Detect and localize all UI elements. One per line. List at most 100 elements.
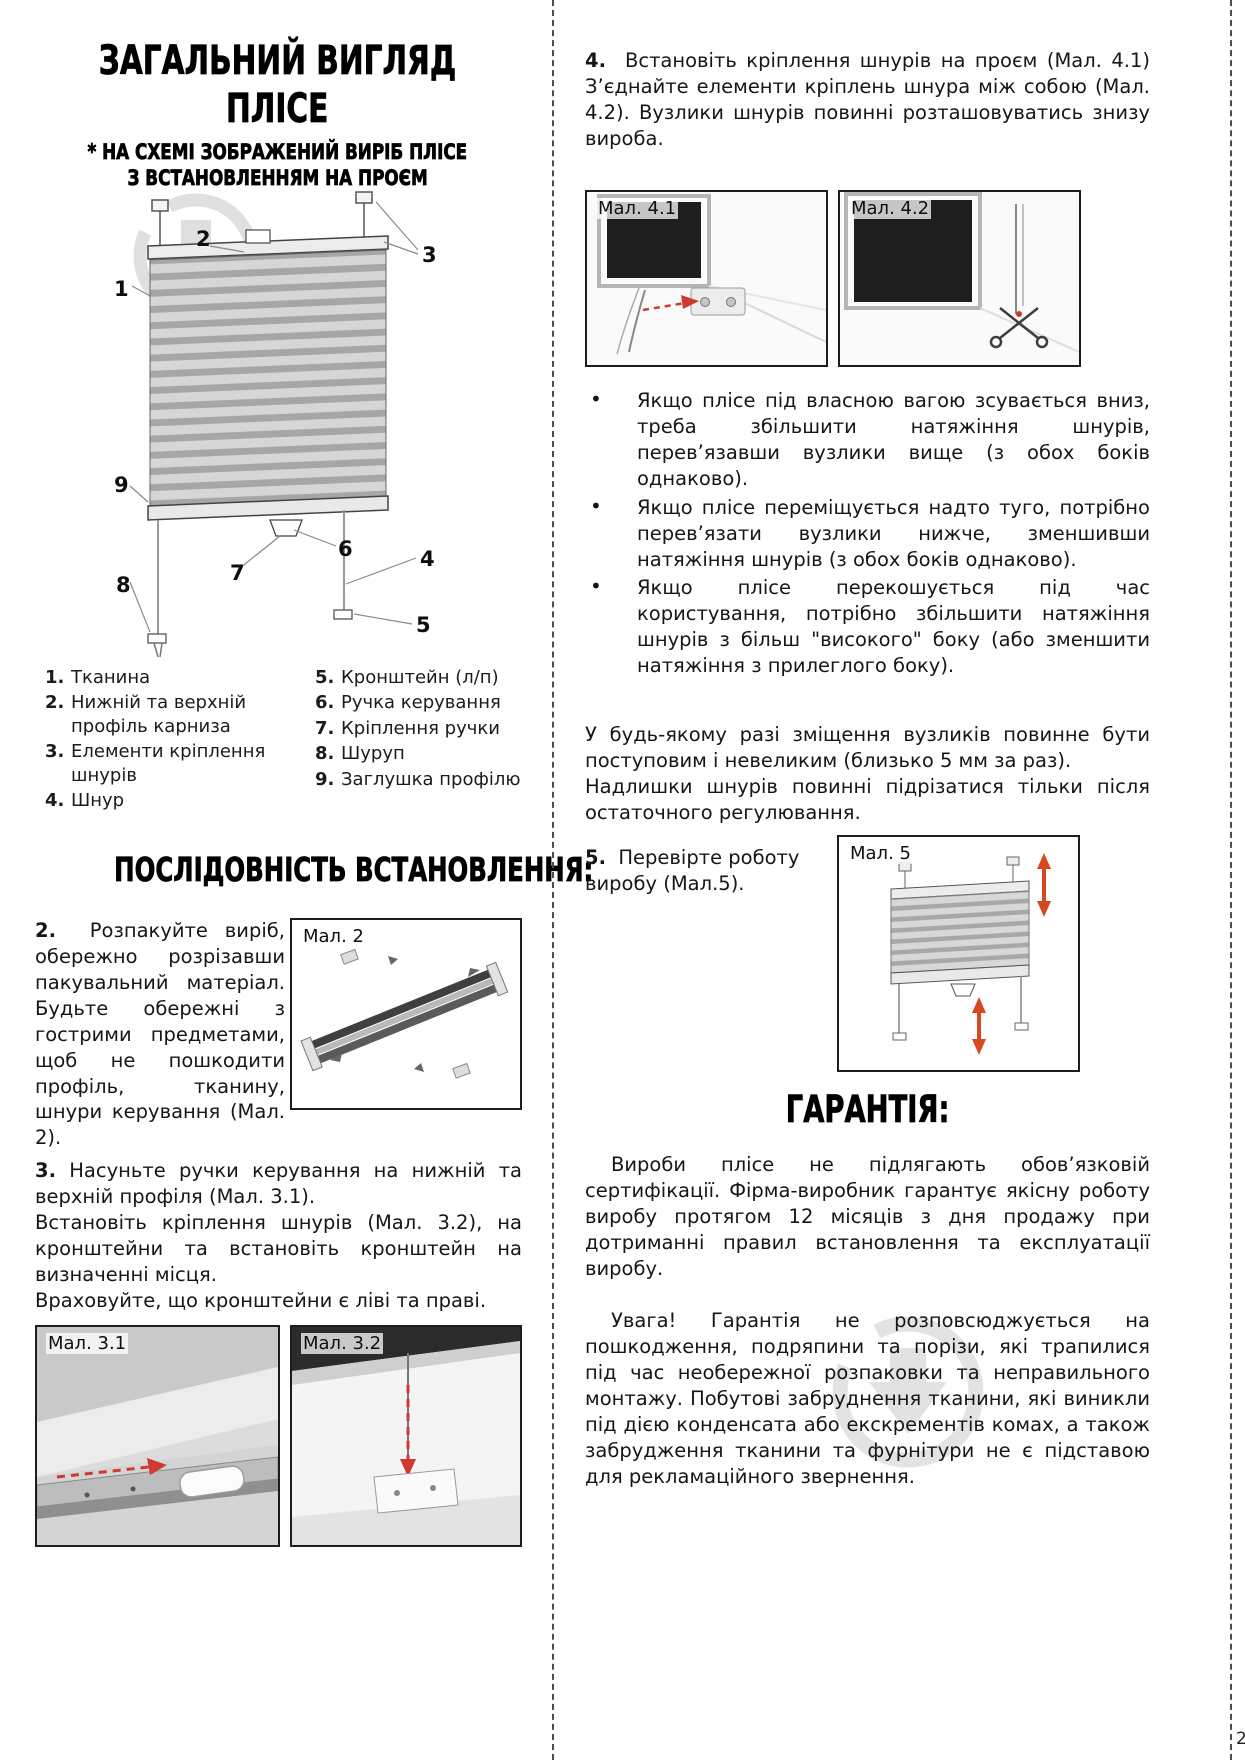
legend-text: Шнур bbox=[71, 789, 125, 811]
figure-2-box: Мал. 2 bbox=[290, 918, 522, 1110]
legend-item-8: 8. Шуруп bbox=[315, 742, 530, 765]
legend-text: Шуруп bbox=[341, 743, 405, 765]
direction-arrows bbox=[972, 853, 1051, 1055]
pleated-fabric bbox=[149, 249, 387, 509]
control-handle bbox=[269, 519, 303, 537]
legend-text: Кріплення ручки bbox=[341, 717, 500, 739]
legend-num: 2. bbox=[45, 692, 65, 714]
page-number: 2 bbox=[1233, 1728, 1245, 1750]
watermark-logo-icon bbox=[832, 1316, 984, 1468]
step-3-number: 3. bbox=[35, 1159, 56, 1182]
legend-text: Тканина bbox=[71, 667, 151, 688]
callout-3: 3 bbox=[422, 243, 437, 267]
warranty-text-1: Вироби плісе не підлягають обов’язковій … bbox=[585, 1153, 1150, 1280]
figure-3-2-label: Мал. 3.2 bbox=[301, 1333, 384, 1354]
legend-item-5: 5. Кронштейн (л/п) bbox=[315, 666, 530, 689]
legend-num: 7. bbox=[315, 717, 335, 739]
step-3-text2: Встановіть кріплення шнурів (Мал. 3.2), … bbox=[35, 1210, 522, 1286]
list-item: • Якщо плісе переміщується надто туго, п… bbox=[585, 493, 1150, 573]
legend-item-7: 7. Кріплення ручки bbox=[315, 717, 530, 740]
callout-4: 4 bbox=[420, 547, 435, 571]
figure-3-2-illustration bbox=[292, 1327, 520, 1545]
warranty-heading-text: ГАРАНТІЯ: bbox=[785, 1088, 950, 1132]
top-brackets bbox=[151, 191, 373, 246]
warranty-text-2: Увага! Гарантія не розповсюджується на п… bbox=[585, 1309, 1150, 1488]
bullet-text: Якщо плісе перекошується під час користу… bbox=[637, 576, 1150, 678]
figure-3-2-box: Мал. 3.2 bbox=[290, 1325, 522, 1547]
step-5-paragraph: 5. Перевірте роботу виробу (Мал.5). bbox=[585, 845, 803, 897]
bullet-icon: • bbox=[590, 493, 602, 518]
legend-num: 6. bbox=[315, 692, 335, 714]
legend-column-2: 5. Кронштейн (л/п) 6. Ручка керування 7. Кр… bbox=[315, 666, 530, 793]
bullet-text: Якщо плісе переміщується надто туго, пот… bbox=[637, 495, 1150, 571]
scissors-icon bbox=[989, 307, 1049, 349]
bullet-icon: • bbox=[590, 387, 602, 411]
callout-2: 2 bbox=[196, 227, 211, 251]
page-title-text2: ПЛІСЕ bbox=[226, 86, 329, 133]
sequence-heading: ПОСЛІДОВНІСТЬ ВСТАНОВЛЕННЯ: bbox=[30, 850, 594, 890]
figure-4-2-box: Мал. 4.2 bbox=[838, 190, 1081, 367]
step-3-line3: Враховуйте, що кронштейни є ліві та прав… bbox=[35, 1288, 522, 1314]
adjustment-bullet-list: • Якщо плісе під власною вагою зсуваєтьс… bbox=[585, 387, 1150, 682]
step-2-text: Розпакуйте виріб, обережно розрізавши па… bbox=[35, 919, 285, 1150]
legend-item-3: 3. Елементи кріплення шнурів bbox=[45, 740, 307, 787]
page-title-line2: ПЛІСЕ bbox=[35, 86, 520, 133]
legend-text: Ручка керування bbox=[341, 692, 501, 714]
bottom-right-bracket bbox=[333, 609, 353, 620]
legend-text: Заглушка профілю bbox=[341, 768, 521, 790]
figure-5-label: Мал. 5 bbox=[848, 843, 913, 864]
legend-item-6: 6. Ручка керування bbox=[315, 691, 530, 714]
list-item: • Якщо плісе під власною вагою зсуваєтьс… bbox=[585, 387, 1150, 492]
warranty-paragraph-2: Увага! Гарантія не розповсюджується на п… bbox=[585, 1308, 1150, 1489]
callout-6: 6 bbox=[338, 537, 353, 561]
figure-3-1-label: Мал. 3.1 bbox=[46, 1333, 129, 1354]
step-5-number: 5. bbox=[585, 846, 606, 869]
legend-num: 1. bbox=[45, 667, 65, 688]
figure-2-illustration bbox=[300, 948, 509, 1079]
page-title-text1: ЗАГАЛЬНИЙ ВИГЛЯД bbox=[98, 38, 457, 85]
blind-overview-diagram: 1 2 3 4 5 6 7 8 9 bbox=[114, 191, 437, 658]
warranty-heading: ГАРАНТІЯ: bbox=[585, 1088, 1150, 1132]
legend-num: 5. bbox=[315, 667, 335, 688]
figure-4-2-label: Мал. 4.2 bbox=[849, 198, 932, 219]
step-3-line1: 3. Насуньте ручки керування на нижній та… bbox=[35, 1158, 522, 1210]
callout-5: 5 bbox=[416, 613, 431, 637]
legend-column-1: 1. Тканина 2. Нижній та верхній профіль ка… bbox=[45, 666, 307, 814]
legend-item-2: 2. Нижній та верхній профіль карниза bbox=[45, 691, 307, 738]
legend-item-9: 9.Заглушка профілю bbox=[315, 768, 530, 791]
legend-text: Елементи кріплення шнурів bbox=[71, 741, 266, 786]
note-text-1: У будь-якому разі зміщення вузликів пови… bbox=[585, 723, 1150, 772]
legend-text: Нижній та верхній профіль карниза bbox=[71, 692, 247, 737]
bottom-rail bbox=[147, 495, 389, 521]
figure-4-1-box: Мал. 4.1 bbox=[585, 190, 828, 367]
bullet-icon: • bbox=[590, 574, 602, 599]
sequence-heading-text: ПОСЛІДОВНІСТЬ ВСТАНОВЛЕННЯ: bbox=[114, 850, 594, 890]
step-3-text1: Насуньте ручки керування на нижній та ве… bbox=[35, 1159, 522, 1208]
adjustment-note: У будь-якому разі зміщення вузликів пови… bbox=[585, 722, 1150, 826]
subtitle-line1: * НА СХЕМІ ЗОБРАЖЕНИЙ ВИРІБ ПЛІСЕ bbox=[35, 140, 520, 165]
legend-num: 8. bbox=[315, 743, 335, 765]
bullet-text: Якщо плісе під власною вагою зсувається … bbox=[637, 389, 1150, 490]
figure-5-box: Мал. 5 bbox=[837, 835, 1080, 1072]
subtitle-text1: * НА СХЕМІ ЗОБРАЖЕНИЙ ВИРІБ ПЛІСЕ bbox=[87, 140, 468, 165]
right-edge-dashed-line bbox=[1230, 0, 1232, 1760]
top-clip bbox=[245, 229, 271, 244]
callout-1: 1 bbox=[114, 277, 129, 301]
callout-9: 9 bbox=[114, 473, 129, 497]
figure-5-illustration bbox=[890, 853, 1051, 1055]
screw bbox=[153, 642, 163, 658]
legend-num: 3. bbox=[45, 741, 65, 763]
step-5-text: Перевірте роботу виробу (Мал.5). bbox=[585, 846, 800, 895]
blind-overview-figure: 1 2 3 4 5 6 7 8 9 bbox=[88, 186, 488, 668]
top-rail bbox=[147, 235, 389, 260]
step-4-paragraph: 4. Встановіть кріплення шнурів на проєм … bbox=[585, 48, 1150, 152]
legend-item-4: 4.Шнур bbox=[45, 789, 307, 812]
note-text-2: Надлишки шнурів повинні підрізатися тіль… bbox=[585, 774, 1150, 824]
step-4-number: 4. bbox=[585, 49, 606, 72]
step-4-text: Встановіть кріплення шнурів на проєм (Ма… bbox=[585, 49, 1150, 150]
figure-3-1-illustration bbox=[37, 1327, 278, 1545]
figure-2-label: Мал. 2 bbox=[301, 926, 366, 947]
legend-text: Кронштейн (л/п) bbox=[341, 667, 499, 688]
step-3-line2: Встановіть кріплення шнурів (Мал. 3.2), … bbox=[35, 1210, 522, 1288]
